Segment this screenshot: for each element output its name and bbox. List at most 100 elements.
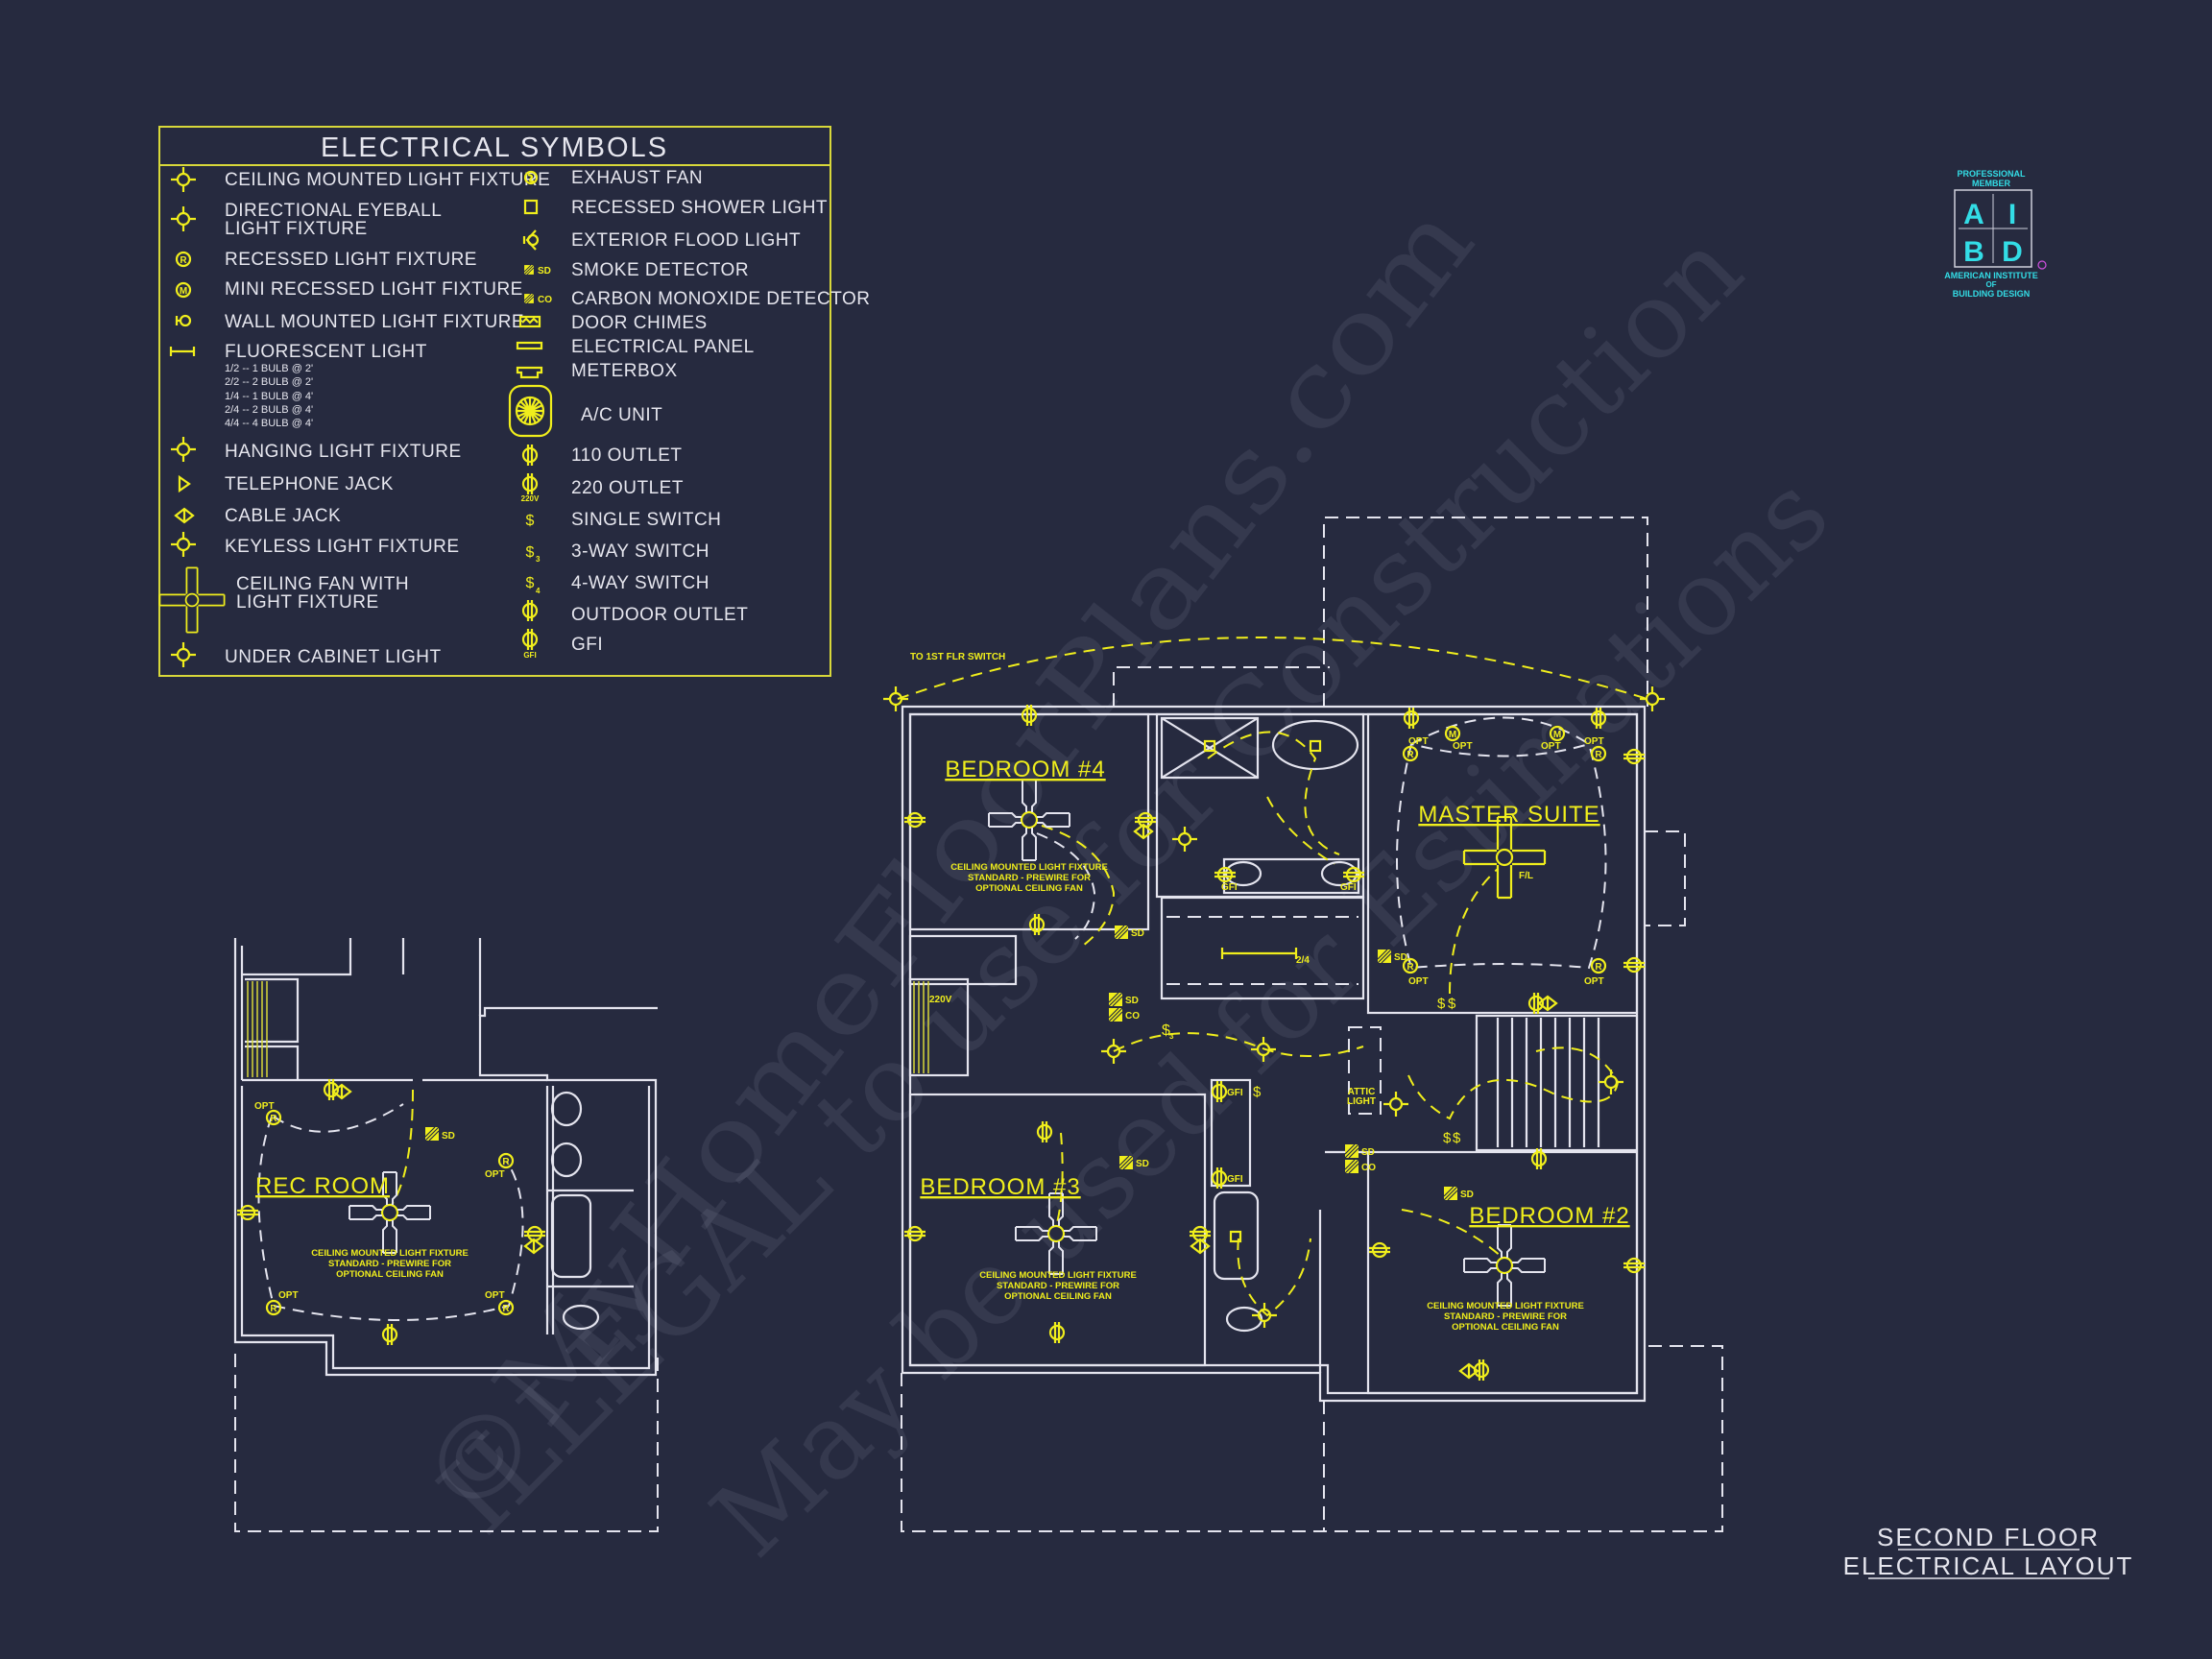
outlet xyxy=(1036,1119,1053,1144)
cable-jack xyxy=(1190,1238,1211,1255)
outlet xyxy=(1622,956,1647,974)
smoke-detector xyxy=(1114,925,1129,940)
outlet xyxy=(235,1204,260,1221)
to-first-floor-switch-note: TO 1ST FLR SWITCH xyxy=(910,652,1005,662)
220v-tag: 220V xyxy=(929,995,952,1005)
recessed-light xyxy=(497,1299,515,1316)
legend-label: ELECTRICAL PANEL xyxy=(571,337,755,357)
svg-text:D: D xyxy=(2002,236,2023,268)
fan-note: STANDARD - PREWIRE FOR xyxy=(1444,1311,1567,1322)
fan-note: CEILING MOUNTED LIGHT FIXTURE xyxy=(311,1248,469,1259)
opt-tag: OPT xyxy=(1584,976,1604,987)
svg-text:3: 3 xyxy=(536,555,541,564)
fan-light-tag: F/L xyxy=(1519,871,1533,881)
door-chimes-icon xyxy=(518,315,541,328)
co-detector-icon-tag: CO xyxy=(538,295,552,305)
aibd-logo: PROFESSIONAL MEMBER A I B D AMERICAN INS… xyxy=(1944,169,2047,299)
logo-of: OF xyxy=(1985,280,1996,289)
smoke-detector xyxy=(1377,949,1392,964)
legend-label: MINI RECESSED LIGHT FIXTURE xyxy=(225,279,523,300)
ceiling-light xyxy=(1382,1090,1410,1118)
single-switch-icon: $ xyxy=(526,513,535,529)
fluorescent-light-icon xyxy=(169,347,196,356)
sd-tag: SD xyxy=(1394,952,1407,963)
room-label-rec-room: REC ROOM xyxy=(255,1173,390,1199)
shower-light xyxy=(1203,739,1216,753)
outlet xyxy=(522,1225,547,1242)
co-tag: CO xyxy=(1361,1163,1376,1173)
three-way-switch: $ xyxy=(1443,1130,1452,1146)
legend-label: EXTERIOR FLOOD LIGHT xyxy=(571,230,801,251)
co-tag: CO xyxy=(1125,1011,1140,1022)
drawing-title-line1: SECOND FLOOR xyxy=(1877,1523,2100,1551)
legend-label: CABLE JACK xyxy=(225,506,341,526)
single-switch: $ xyxy=(1448,996,1456,1012)
opt-tag: OPT xyxy=(1453,741,1473,752)
room-label-bedroom-4: BEDROOM #4 xyxy=(945,757,1105,782)
sd-tag: SD xyxy=(1460,1190,1474,1200)
fan-note: OPTIONAL CEILING FAN xyxy=(336,1269,444,1280)
second-floor-plan: BEDROOM #4 MASTER SUITE BEDROOM #3 BEDRO… xyxy=(881,517,1723,1532)
exhaust-fan-icon xyxy=(523,170,539,185)
fan-note: OPTIONAL CEILING FAN xyxy=(975,883,1083,894)
meterbox-icon xyxy=(516,366,543,379)
gfi-tag: GFI xyxy=(1227,1088,1243,1098)
svg-text:$: $ xyxy=(526,544,535,561)
shower-light xyxy=(1309,739,1322,753)
fluorescent-tag: 2/4 xyxy=(1296,955,1310,966)
svg-text:A: A xyxy=(1963,199,1984,230)
sd-tag: SD xyxy=(1131,928,1144,939)
legend-label: 4-WAY SWITCH xyxy=(571,573,709,593)
legend-label: RECESSED LIGHT FIXTURE xyxy=(225,250,477,270)
fan-note: OPTIONAL CEILING FAN xyxy=(1004,1291,1112,1302)
room-label-bedroom-2: BEDROOM #2 xyxy=(1469,1203,1629,1229)
eyeball-light-icon xyxy=(169,204,198,233)
cable-jack xyxy=(523,1238,544,1255)
outlet-110-icon xyxy=(521,443,539,468)
opt-tag: OPT xyxy=(1408,736,1429,747)
legend-label: DOOR CHIMES xyxy=(571,313,708,333)
opt-tag: OPT xyxy=(278,1290,299,1301)
ceiling-light xyxy=(1250,1301,1279,1330)
ac-unit-icon xyxy=(508,384,553,438)
flood-light-icon xyxy=(522,229,540,251)
legend-title: ELECTRICAL SYMBOLS xyxy=(321,132,668,163)
legend-label: OUTDOOR OUTLET xyxy=(571,605,748,625)
svg-text:B: B xyxy=(1963,236,1984,268)
outlet xyxy=(1527,991,1545,1016)
watermarks: ©MyHomeFloorPlans.com ILLEGAL to use for… xyxy=(396,181,1852,1580)
gfi-tag: GFI xyxy=(1227,1174,1243,1185)
opt-tag: OPT xyxy=(1584,736,1604,747)
smoke-detector-icon-tag: SD xyxy=(538,266,551,276)
outdoor-outlet-icon xyxy=(521,598,539,623)
four-way-switch-icon: $4 xyxy=(526,575,541,595)
ceiling-fan-icon xyxy=(158,566,226,634)
mini-recessed-light-icon xyxy=(175,281,192,299)
fluorescent-spec: 2/4 -- 2 BULB @ 4' xyxy=(225,404,313,416)
legend-label: DIRECTIONAL EYEBALL xyxy=(225,201,442,221)
mini-recessed-light xyxy=(1444,725,1461,742)
drawing-title: SECOND FLOOR ELECTRICAL LAYOUT xyxy=(1843,1523,2134,1580)
three-way-switch: $ xyxy=(1162,1022,1170,1039)
room-label-master-suite: MASTER SUITE xyxy=(1418,802,1599,828)
svg-text:$: $ xyxy=(526,575,535,591)
fan-note: CEILING MOUNTED LIGHT FIXTURE xyxy=(950,862,1108,873)
gfi-tag: GFI xyxy=(1221,882,1238,893)
legend-label: A/C UNIT xyxy=(581,405,662,425)
co-detector-icon xyxy=(523,293,535,304)
shower-light xyxy=(1229,1230,1242,1243)
shower-light-icon xyxy=(523,199,539,215)
three-way-switch: $ xyxy=(1453,1130,1461,1146)
smoke-detector xyxy=(1108,992,1123,1007)
opt-tag: OPT xyxy=(485,1290,505,1301)
drawing-title-line2: ELECTRICAL LAYOUT xyxy=(1843,1551,2134,1580)
fan-note: STANDARD - PREWIRE FOR xyxy=(997,1281,1119,1291)
recessed-light-icon xyxy=(175,251,192,268)
legend-label: CEILING FAN WITH xyxy=(236,574,409,594)
fluorescent-spec: 2/2 -- 2 BULB @ 2' xyxy=(225,376,313,388)
electrical-panel-icon xyxy=(516,341,543,350)
outlet-220-icon xyxy=(521,471,539,496)
three-way-tag: 3 xyxy=(1169,1032,1174,1041)
electrical-symbols-legend: ELECTRICAL SYMBOLS CEILING MOUNTED LIGHT… xyxy=(158,126,870,677)
